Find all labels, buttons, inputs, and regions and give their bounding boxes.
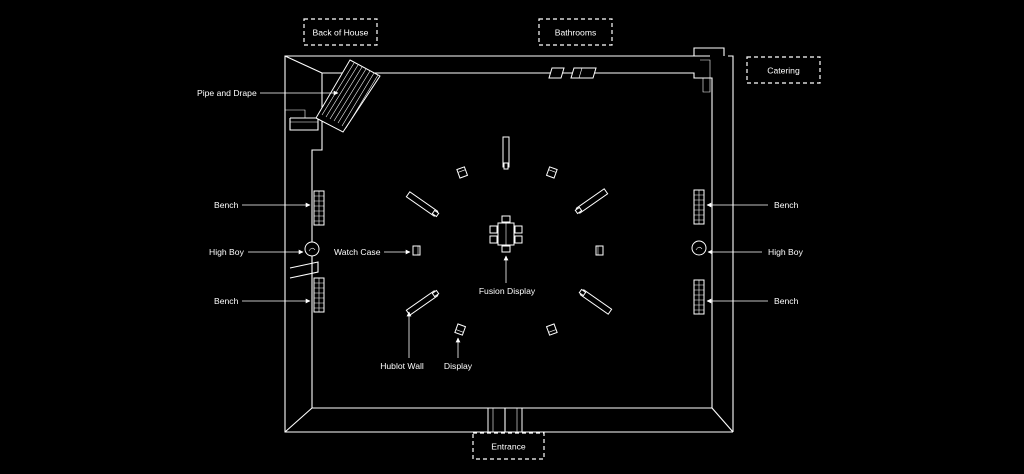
building-walls bbox=[284, 47, 734, 433]
callout-high-boy-left: High Boy bbox=[209, 247, 304, 257]
bathroom-fixtures bbox=[548, 67, 597, 79]
callout-fusion-display: Fusion Display bbox=[479, 255, 536, 296]
zone-back-of-house-label: Back of House bbox=[313, 28, 369, 38]
callout-pipe-and-drape: Pipe and Drape bbox=[197, 88, 339, 98]
display-case-lower-right bbox=[578, 288, 613, 315]
callout-bench-right-top: Bench bbox=[706, 200, 799, 210]
zone-catering-label: Catering bbox=[767, 66, 800, 76]
small-display-br bbox=[545, 323, 558, 336]
label-hublot-wall: Hublot Wall bbox=[380, 361, 424, 371]
zone-catering: Catering bbox=[746, 56, 821, 84]
label-bench-left-top: Bench bbox=[214, 200, 239, 210]
callout-high-boy-right: High Boy bbox=[707, 247, 804, 257]
entrance-doors bbox=[487, 407, 523, 433]
zone-bathrooms: Bathrooms bbox=[538, 18, 613, 46]
label-bench-right-bottom: Bench bbox=[774, 296, 799, 306]
label-watch-case: Watch Case bbox=[334, 247, 381, 257]
small-displays bbox=[454, 166, 558, 336]
zone-entrance: Entrance bbox=[472, 432, 545, 460]
hublot-wall-lower-left bbox=[405, 289, 440, 316]
label-bench-right-top: Bench bbox=[774, 200, 799, 210]
bench-left-top bbox=[313, 190, 325, 226]
small-display-bl bbox=[454, 323, 467, 336]
callout-bench-left-top: Bench bbox=[214, 200, 311, 210]
zone-bathrooms-label: Bathrooms bbox=[555, 28, 597, 38]
callout-watch-case: Watch Case bbox=[334, 247, 411, 257]
display-case-upper-right bbox=[574, 188, 609, 215]
label-high-boy-right: High Boy bbox=[768, 247, 804, 257]
display-case-top bbox=[502, 136, 510, 170]
callout-display: Display bbox=[444, 337, 473, 371]
label-high-boy-left: High Boy bbox=[209, 247, 245, 257]
watch-case-right bbox=[595, 245, 604, 256]
watch-case-left bbox=[412, 245, 421, 256]
callout-bench-left-bottom: Bench bbox=[214, 296, 311, 306]
small-display-tr bbox=[545, 166, 558, 179]
fusion-display bbox=[489, 215, 523, 253]
high-boy-right bbox=[691, 240, 707, 256]
high-boy-left bbox=[304, 241, 320, 257]
bench-right-top bbox=[693, 189, 705, 225]
small-display-tl bbox=[456, 166, 469, 179]
pipe-and-drape bbox=[315, 59, 381, 133]
display-cases bbox=[405, 136, 613, 316]
zone-back-of-house: Back of House bbox=[303, 18, 378, 46]
label-display: Display bbox=[444, 361, 473, 371]
zone-entrance-label: Entrance bbox=[491, 442, 526, 452]
callout-hublot-wall: Hublot Wall bbox=[380, 311, 424, 371]
label-bench-left-bottom: Bench bbox=[214, 296, 239, 306]
hublot-wall-upper-left bbox=[405, 191, 440, 218]
bench-left-bottom bbox=[313, 277, 325, 313]
label-pipe-and-drape: Pipe and Drape bbox=[197, 88, 257, 98]
label-fusion-display: Fusion Display bbox=[479, 286, 536, 296]
callout-bench-right-bottom: Bench bbox=[706, 296, 799, 306]
bench-right-bottom bbox=[693, 279, 705, 315]
